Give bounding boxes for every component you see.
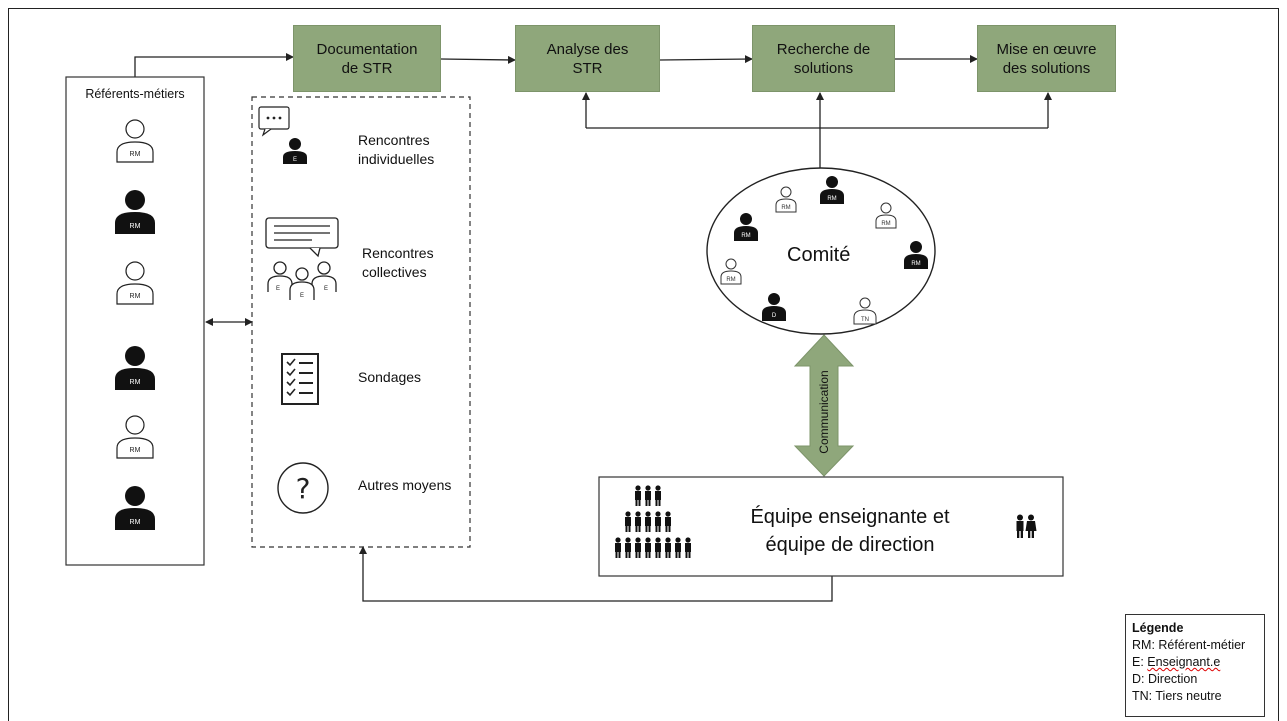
person-filled-icon: RM <box>115 346 155 390</box>
person-outline-icon: RM <box>116 261 154 305</box>
checklist-icon <box>281 353 319 405</box>
speech-bubble-icon: E <box>258 106 307 164</box>
rm-badge: RM <box>130 379 141 386</box>
label-sondages: Sondages <box>358 369 422 385</box>
legend-e-word: Enseignant.e <box>1147 655 1221 669</box>
person-outline-icon: RM <box>775 186 797 213</box>
person-filled-icon: RM <box>904 241 928 269</box>
rm-badge: RM <box>881 221 890 227</box>
question-circle-icon: ? <box>277 462 329 514</box>
group-icon: E E E <box>265 217 339 300</box>
communication-label: Communication <box>817 370 831 454</box>
rm-badge: RM <box>781 205 790 211</box>
person-outline-icon: RM <box>720 258 742 285</box>
person-outline-icon: RM <box>116 415 154 459</box>
communication-arrow <box>793 334 855 477</box>
diagram-frame <box>8 8 1279 721</box>
legend-box: Légende RM: Référent-métier E: Enseignan… <box>1125 614 1265 717</box>
step-analyse: Analyse des STR <box>515 25 660 92</box>
legend-e: E: Enseignant.e <box>1132 654 1258 671</box>
e-badge: E <box>300 293 304 299</box>
step-mise-en-oeuvre: Mise en œuvre des solutions <box>977 25 1116 92</box>
svg-text:?: ? <box>296 472 311 505</box>
label-rencontres-individuelles: Rencontres individuelles <box>358 132 435 167</box>
legend-d: D: Direction <box>1132 672 1198 686</box>
rm-badge: RM <box>741 233 750 239</box>
legend-e-prefix: E: <box>1132 655 1148 669</box>
team-box <box>598 476 1064 577</box>
rm-badge: RM <box>911 261 920 267</box>
rm-badge: RM <box>130 223 141 230</box>
arrow-doc-to-analyse <box>440 55 516 64</box>
e-badge: E <box>293 157 297 163</box>
e-badge: E <box>276 286 280 292</box>
person-filled-icon: D <box>762 293 786 321</box>
person-outline-icon: TN <box>853 297 877 325</box>
arrow-team-to-means <box>359 546 833 602</box>
rm-badge: RM <box>130 519 141 526</box>
arrow-referents-to-documentation <box>134 53 294 77</box>
tn-badge: TN <box>861 317 869 323</box>
person-outline-icon: RM <box>875 202 897 229</box>
rm-badge: RM <box>130 447 141 454</box>
legend-tn: TN: Tiers neutre <box>1132 689 1222 703</box>
committee-label: Comité <box>787 244 851 266</box>
e-badge: E <box>324 286 328 292</box>
committee-ellipse <box>706 167 936 335</box>
couple-icon <box>1016 514 1037 538</box>
person-filled-icon: RM <box>115 486 155 530</box>
chat-bubble-icon <box>265 217 339 258</box>
rm-badge: RM <box>726 277 735 283</box>
label-autres-moyens: Autres moyens <box>358 477 452 493</box>
crowd-icon <box>615 485 691 558</box>
person-filled-icon: RM <box>734 213 758 241</box>
legend-title: Légende <box>1132 621 1184 635</box>
rm-badge: RM <box>130 293 141 300</box>
label-rencontres-collectives: Rencontres collectives <box>362 245 434 280</box>
team-label: Équipe enseignante et équipe de directio… <box>750 506 950 556</box>
arrow-analyse-to-recherche <box>659 55 753 64</box>
d-badge: D <box>772 313 777 319</box>
person-outline-icon: RM <box>116 119 154 163</box>
legend-rm: RM: Référent-métier <box>1132 638 1246 652</box>
step-recherche: Recherche de solutions <box>752 25 895 92</box>
step-documentation: Documentation de STR <box>293 25 441 92</box>
referents-panel <box>65 76 205 566</box>
person-filled-icon: RM <box>820 176 844 204</box>
referents-title: Référents-métiers <box>85 87 185 101</box>
rm-badge: RM <box>130 151 141 158</box>
person-filled-icon: RM <box>115 190 155 234</box>
rm-badge: RM <box>827 196 836 202</box>
means-panel <box>251 96 471 548</box>
